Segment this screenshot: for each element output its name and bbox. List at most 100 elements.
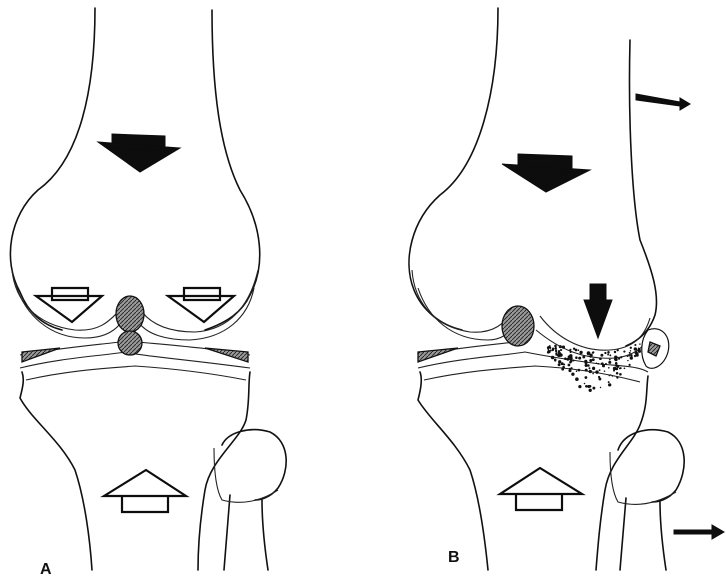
tibia-b: [418, 372, 648, 570]
sclerosis-speck: [601, 362, 604, 365]
sclerosis-speck: [585, 385, 588, 388]
sclerosis-speck: [639, 343, 640, 344]
sclerosis-speck: [568, 364, 571, 367]
sclerosis-speck: [615, 362, 618, 365]
sclerosis-speck: [630, 347, 632, 349]
sclerosis-speck: [616, 376, 618, 378]
tibia-a: [20, 372, 250, 570]
sclerosis-speck: [607, 354, 609, 356]
sclerosis-speck: [630, 356, 633, 359]
fibula-head-a: [214, 448, 278, 502]
sclerosis-speck: [585, 364, 588, 367]
panel-label-a: A: [40, 561, 52, 578]
sclerosis-speck: [605, 363, 607, 365]
cruciate-ligament-upper-a: [116, 296, 144, 332]
sclerosis-speck: [598, 378, 601, 381]
displacement-arrow-upper-b: [636, 94, 690, 110]
sclerosis-speck: [551, 356, 555, 360]
cruciate-ligament-b: [502, 306, 534, 346]
sclerosis-speck: [549, 345, 551, 347]
sclerosis-speck: [636, 354, 638, 356]
sclerosis-speck: [604, 352, 606, 354]
sclerosis-speck: [592, 352, 594, 354]
fibula-b: [618, 430, 684, 570]
hollow-arrow-tibia-b: [500, 468, 582, 510]
sclerosis-speck: [556, 354, 557, 355]
sclerosis-speck: [547, 348, 549, 350]
sclerosis-speck: [558, 360, 561, 363]
sclerosis-speck: [570, 360, 573, 363]
sclerosis-speck: [608, 361, 611, 364]
sclerosis-speck: [624, 367, 626, 369]
sclerosis-speck: [590, 385, 592, 387]
sclerosis-speck: [599, 369, 601, 371]
sclerosis-speck: [600, 387, 601, 388]
sclerosis-speck: [628, 364, 630, 366]
sclerosis-speck: [608, 381, 610, 383]
sclerosis-speck: [585, 369, 588, 372]
sclerosis-speck: [634, 344, 636, 346]
sclerosis-speck: [604, 370, 606, 372]
sclerosis-speck: [573, 348, 575, 350]
fibula-head-b: [610, 452, 676, 504]
sclerosis-speck: [627, 355, 629, 357]
sclerosis-speck: [613, 367, 617, 371]
sclerosis-speck: [559, 345, 562, 348]
sclerosis-speck: [584, 376, 587, 379]
tibia-physis-b: [424, 366, 640, 382]
hollow-arrow-medial-condyle-a: [36, 288, 102, 322]
hollow-arrow-lateral-condyle-a: [168, 288, 234, 322]
sclerosis-speck: [596, 362, 597, 363]
sclerosis-speck: [618, 358, 620, 360]
sclerosis-speck: [609, 359, 611, 361]
sclerosis-speck: [563, 363, 565, 365]
sclerosis-speck: [620, 356, 622, 358]
cruciate-ligament-lower-a: [118, 331, 142, 355]
sclerosis-speck: [609, 375, 610, 376]
sclerosis-speck: [623, 351, 625, 353]
sclerosis-speck: [562, 345, 565, 348]
sclerosis-speck: [603, 364, 605, 366]
sclerosis-speck: [609, 354, 611, 356]
sclerosis-speck: [597, 363, 599, 365]
panel-label-b: B: [448, 549, 460, 566]
sclerosis-speck: [575, 377, 579, 381]
sclerosis-speck: [610, 374, 611, 375]
sclerosis-speck: [608, 367, 610, 369]
sclerosis-speck: [607, 351, 610, 354]
hollow-arrow-tibia-a: [104, 470, 186, 512]
sclerosis-speck: [616, 372, 619, 375]
meniscus-medial-a: [22, 348, 60, 362]
sclerosis-speck: [570, 351, 572, 353]
displacement-arrow-lower-b: [674, 525, 724, 539]
sclerosis-speck: [619, 373, 622, 376]
load-arrow-lateral-condyle-b: [584, 284, 612, 338]
sclerosis-speck: [629, 352, 631, 354]
sclerosis-speck: [592, 387, 595, 390]
sclerosis-speck: [582, 356, 585, 359]
meniscus-lateral-a: [205, 348, 248, 362]
sclerosis-speck: [568, 359, 569, 360]
sclerosis-speck: [589, 367, 591, 369]
load-arrow-femur-a: [98, 134, 180, 172]
sclerosis-speck: [559, 352, 562, 355]
sclerosis-speck: [592, 373, 594, 375]
femoral-cartilage-b-outer: [418, 288, 652, 358]
sclerosis-speck: [554, 360, 556, 362]
sclerosis-speck: [584, 383, 586, 385]
sclerosis-speck: [600, 354, 603, 357]
sclerosis-speck: [614, 351, 616, 353]
sclerosis-speck: [589, 355, 591, 357]
sclerosis-speck: [614, 359, 615, 360]
sclerosis-speck: [612, 375, 614, 377]
sclerosis-speck: [579, 351, 582, 354]
sclerosis-speck: [627, 360, 628, 361]
sclerosis-speck: [560, 349, 562, 351]
sclerosis-speck: [589, 370, 592, 373]
sclerosis-speck: [576, 370, 578, 372]
sclerosis-speck: [589, 359, 592, 362]
sclerosis-speck: [555, 351, 557, 353]
sclerosis-speck: [569, 349, 571, 351]
sclerosis-speck: [589, 389, 592, 392]
